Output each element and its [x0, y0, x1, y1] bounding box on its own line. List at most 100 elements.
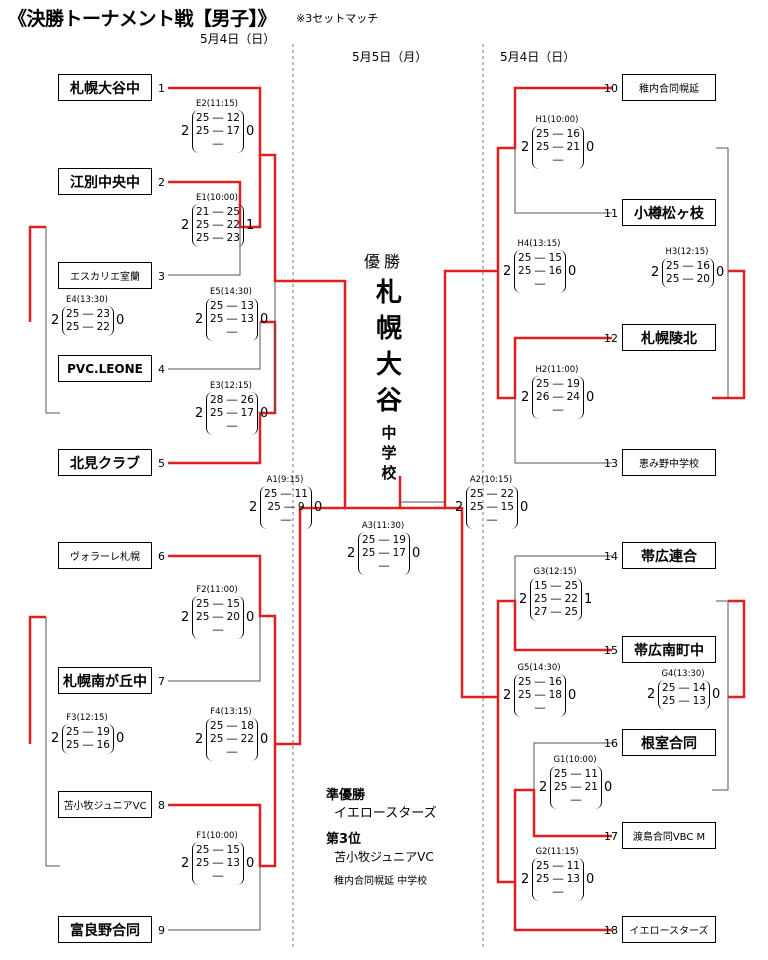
team-seed: 3	[158, 270, 165, 283]
winner-path	[496, 599, 612, 697]
match-sets-won-left: 2	[651, 265, 660, 280]
match-label: G4(13:30)	[661, 669, 705, 679]
match-label: H4(13:15)	[517, 239, 561, 249]
bracket-line	[168, 322, 261, 370]
match-sets-won-right: 0	[586, 389, 595, 405]
match-sets-won-right: 0	[568, 687, 577, 703]
match-sets-won-left: 2	[503, 687, 512, 703]
match-label: G1(10:00)	[553, 755, 597, 765]
set-score: 25 ― 16	[666, 260, 710, 272]
team-seed: 2	[158, 176, 165, 189]
team-seed: 15	[604, 644, 618, 657]
set-score: ―	[552, 154, 564, 166]
team-seed: 6	[158, 550, 165, 563]
set-score: 25 ― 12	[196, 112, 240, 124]
set-score: 25 ― 19	[362, 534, 406, 546]
match-label: G2(11:15)	[535, 847, 579, 857]
match-sets-won-left: 2	[51, 313, 60, 328]
winner-path	[513, 788, 612, 882]
match-sets-won-left: 2	[521, 871, 530, 887]
set-score: 25 ― 22	[534, 593, 578, 605]
bracket-line	[533, 742, 612, 790]
set-score: 25 ― 11	[554, 768, 598, 780]
team-box: 恵み野中学校	[622, 449, 716, 476]
match-sets-won-left: 2	[181, 609, 190, 625]
match-sets-won-right: 0	[716, 265, 725, 280]
match-sets-won-right: 1	[584, 591, 593, 607]
set-score: ―	[212, 870, 224, 882]
set-score: 25 ― 23	[66, 308, 110, 320]
set-score: 25 ― 23	[196, 232, 240, 244]
page-title: 《決勝トーナメント戦【男子】》	[8, 8, 277, 30]
set-score: 25 ― 17	[362, 547, 406, 559]
set-score: ―	[378, 560, 390, 572]
set-score: 25 ― 18	[210, 720, 254, 732]
match-sets-won-left: 2	[195, 731, 204, 747]
match-sets-won-right: 0	[116, 313, 125, 328]
set-score: 25 ― 20	[196, 611, 240, 623]
team-box: 稚内合同幌延	[622, 74, 716, 101]
match-sets-won-left: 2	[181, 123, 190, 139]
set-score: 25 ― 11	[264, 488, 308, 500]
set-score: ―	[212, 624, 224, 636]
team-box: 江別中央中	[58, 168, 152, 195]
set-score: ―	[534, 278, 546, 290]
team-seed: 16	[604, 737, 618, 750]
set-score: 25 ― 22	[66, 321, 110, 333]
set-score: 25 ― 13	[210, 300, 254, 312]
match-sets-won-right: 0	[712, 687, 721, 702]
winner-path	[28, 615, 46, 744]
set-score: ―	[570, 794, 582, 806]
match-label: G3(12:15)	[533, 567, 577, 577]
winner-path	[712, 269, 746, 400]
match-sets-won-left: 2	[647, 687, 656, 702]
match-label: F4(13:15)	[210, 707, 252, 717]
team-seed: 8	[158, 799, 165, 812]
match-sets-won-right: 1	[246, 217, 255, 233]
third-place-label: 第3位	[326, 832, 362, 847]
set-score: ―	[280, 514, 292, 526]
match-sets-won-right: 0	[246, 855, 255, 871]
match-sets-won-right: 0	[260, 311, 269, 327]
team-box: 苫小牧ジュニアVC	[58, 791, 152, 818]
match-format-note: ※3セットマッチ	[296, 12, 379, 25]
match-sets-won-left: 2	[195, 405, 204, 421]
match-sets-won-left: 2	[195, 311, 204, 327]
winner-path	[728, 599, 746, 699]
set-score: 15 ― 25	[534, 580, 578, 592]
bracket-line	[514, 398, 612, 464]
team-box: イエロースターズ	[622, 916, 716, 943]
match-sets-won-right: 0	[586, 139, 595, 155]
set-score: ―	[226, 420, 238, 432]
team-seed: 13	[604, 457, 618, 470]
winner-path	[168, 320, 277, 465]
set-score: 25 ― 21	[554, 781, 598, 793]
team-box: 北見クラブ	[58, 449, 152, 476]
set-score: 21 ― 25	[196, 206, 240, 218]
date-right: 5月4日（日）	[500, 50, 576, 64]
set-score: ―	[212, 138, 224, 150]
match-sets-won-left: 2	[503, 263, 512, 279]
team-box: 根室合同	[622, 729, 716, 756]
team-box: 帯広南町中	[622, 636, 716, 663]
date-center: 5月5日（月）	[352, 50, 428, 64]
match-sets-won-left: 2	[249, 499, 258, 515]
match-label: A3(11:30)	[361, 521, 405, 531]
set-score: 25 ― 11	[536, 860, 580, 872]
set-score: 25 ― 9	[267, 501, 305, 513]
match-sets-won-right: 0	[260, 731, 269, 747]
match-sets-won-right: 0	[246, 123, 255, 139]
team-seed: 18	[604, 924, 618, 937]
bracket-line	[514, 555, 612, 601]
set-score: 25 ― 15	[196, 844, 240, 856]
third-place-team: 稚内合同幌延 中学校	[334, 876, 428, 887]
